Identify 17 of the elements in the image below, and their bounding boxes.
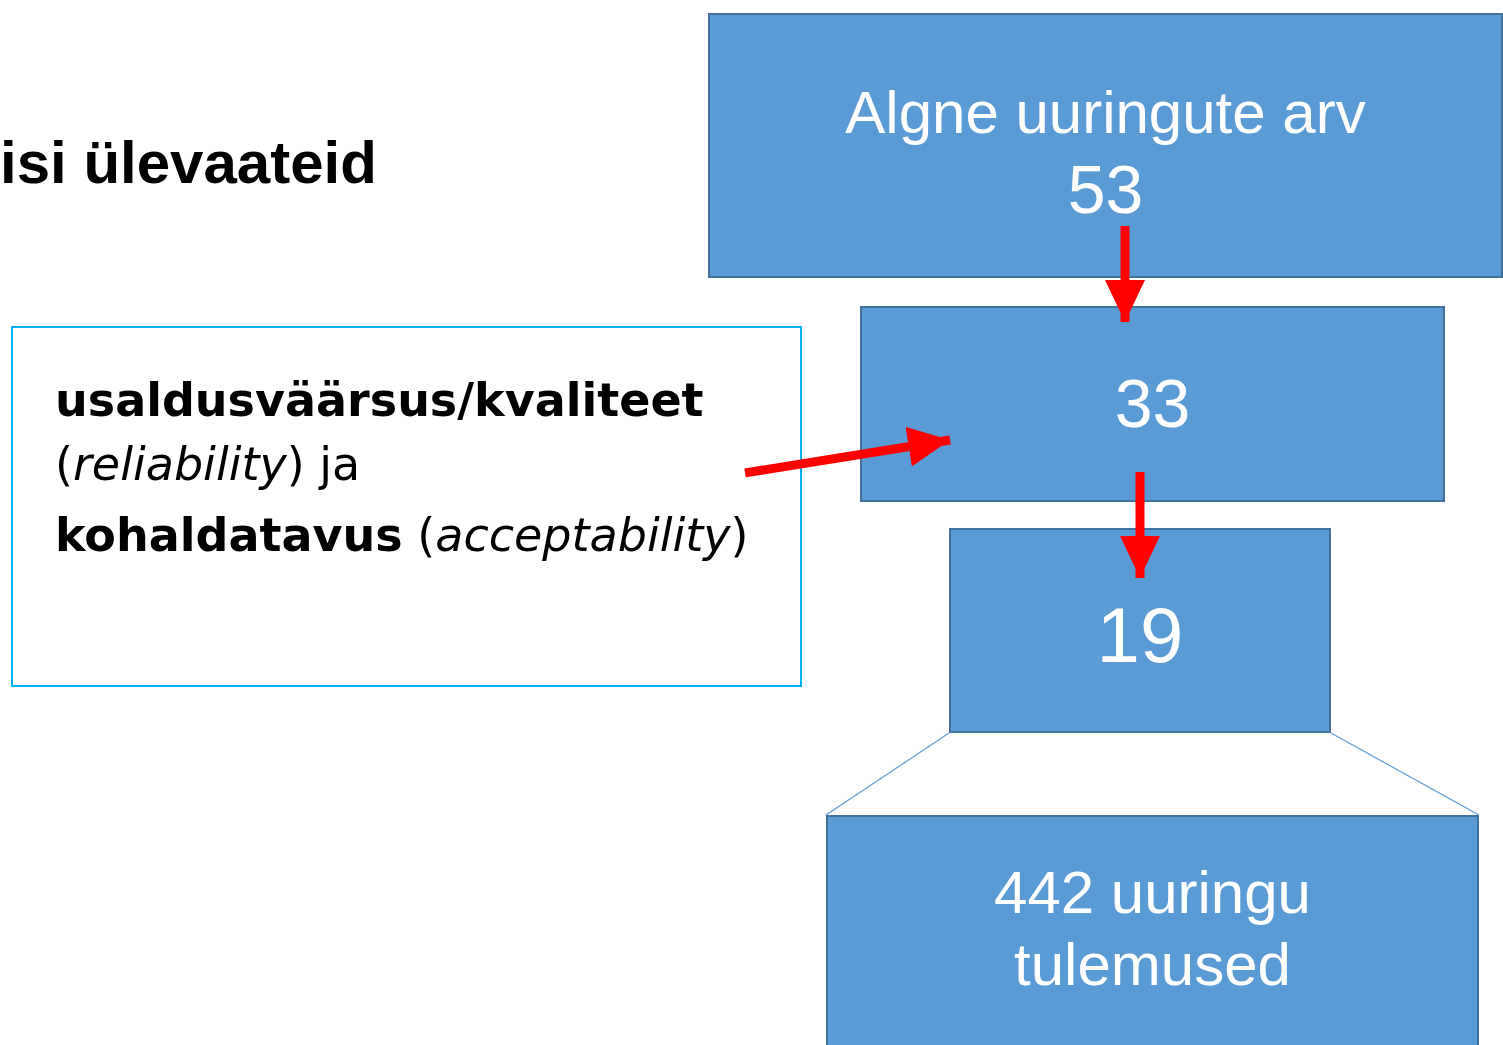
process-box <box>826 815 1479 1045</box>
arrow <box>744 426 951 478</box>
process-box <box>708 13 1503 278</box>
connector-line <box>825 732 950 816</box>
box-label: Algne uuringute arv <box>845 78 1366 148</box>
process-box <box>860 306 1445 502</box>
connector-line <box>1330 732 1480 816</box>
criteria-text: kohaldatavus (acceptability) <box>55 506 750 564</box>
arrow <box>1105 226 1145 323</box>
criteria-box <box>11 326 802 687</box>
box-label: 442 uuringu tulemused <box>993 858 1312 1000</box>
box-label: 33 <box>1114 364 1191 444</box>
arrow <box>1120 472 1160 578</box>
count-label: 53 <box>1067 150 1144 229</box>
slide-title: isi ülevaateid <box>0 128 377 197</box>
box-label: 19 <box>1096 589 1184 681</box>
process-box <box>949 528 1331 733</box>
